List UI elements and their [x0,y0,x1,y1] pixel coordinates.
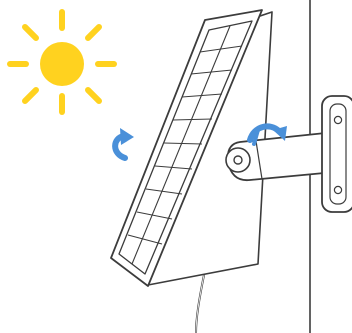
wall-bracket-inner [329,103,347,205]
rotate-cw-arrow-icon [247,123,287,146]
wall-bracket-screw-bottom [333,185,343,195]
sun-core [40,42,84,86]
solar-cell-center-divider [131,25,231,265]
solar-cell-grid-lines [127,45,243,245]
mount-pivot-screw [233,155,243,165]
sun-rays [7,9,117,115]
mount-arm-seam [255,140,263,180]
solar-panel-cells [118,20,253,275]
wall-bracket [321,95,352,213]
wall-bracket-screw-top [333,115,343,125]
solar-panel [110,9,273,287]
rotate-ccw-arrow-icon [112,128,134,161]
sun-icon [7,9,117,115]
